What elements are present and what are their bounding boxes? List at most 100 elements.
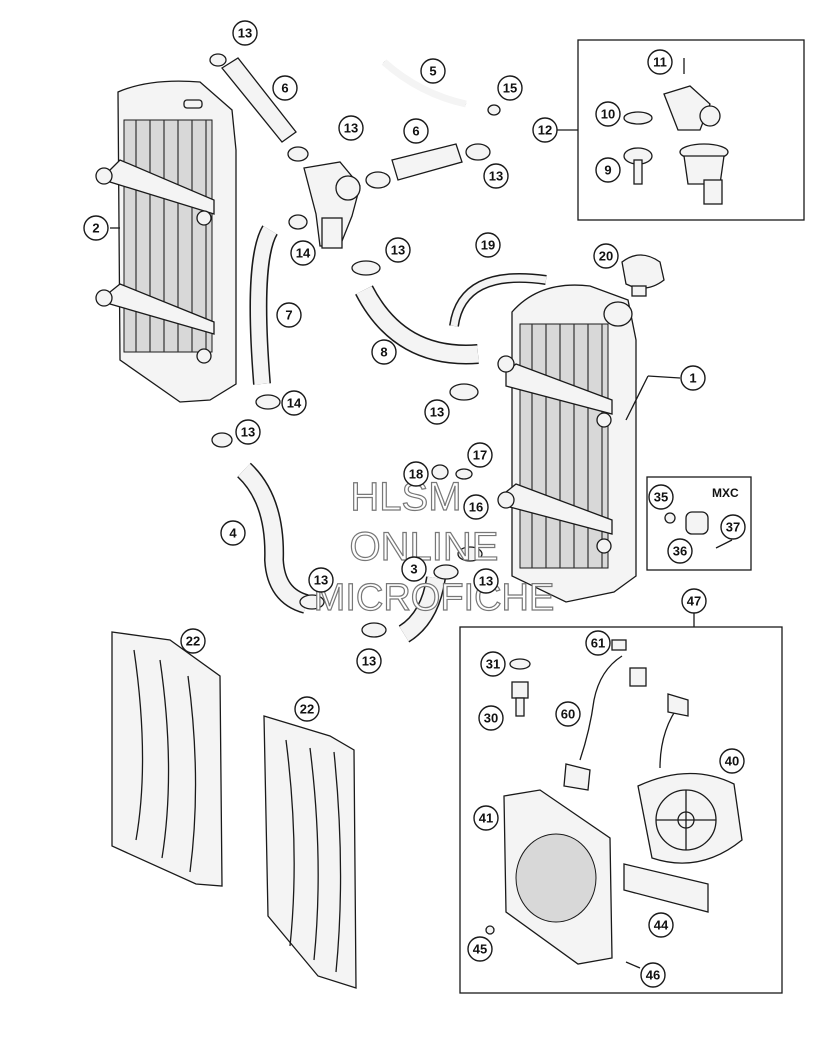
callout-13[interactable]: 13 (308, 567, 334, 593)
callout-10[interactable]: 10 (595, 101, 621, 127)
svg-text:31: 31 (486, 657, 500, 672)
callout-4[interactable]: 4 (220, 520, 246, 546)
leader-lines (110, 129, 695, 627)
callout-3[interactable]: 3 (401, 556, 427, 582)
svg-text:45: 45 (473, 942, 487, 957)
callout-11[interactable]: 11 (647, 49, 673, 75)
svg-text:8: 8 (380, 345, 387, 360)
callout-37[interactable]: 37 (720, 514, 746, 540)
hose-3-inner (399, 576, 445, 642)
callout-13[interactable]: 13 (424, 399, 450, 425)
callout-45[interactable]: 45 (467, 936, 493, 962)
svg-text:1: 1 (689, 371, 696, 386)
callout-60[interactable]: 60 (555, 701, 581, 727)
callout-8[interactable]: 8 (371, 339, 397, 365)
callout-36[interactable]: 36 (667, 538, 693, 564)
svg-text:20: 20 (599, 249, 613, 264)
callout-12[interactable]: 12 (532, 117, 558, 143)
callout-13[interactable]: 13 (356, 648, 382, 674)
callout-13[interactable]: 13 (232, 20, 258, 46)
callout-16[interactable]: 16 (463, 494, 489, 520)
callout-35[interactable]: 35 (648, 484, 674, 510)
callout-2[interactable]: 2 (83, 215, 109, 241)
hose-4-inner (237, 463, 309, 613)
callout-19[interactable]: 19 (475, 232, 501, 258)
svg-text:37: 37 (726, 520, 740, 535)
svg-text:47: 47 (687, 594, 701, 609)
callout-13[interactable]: 13 (483, 163, 509, 189)
svg-text:5: 5 (429, 64, 436, 79)
callout-6[interactable]: 6 (403, 118, 429, 144)
svg-text:36: 36 (673, 544, 687, 559)
callout-40[interactable]: 40 (719, 748, 745, 774)
svg-text:13: 13 (241, 425, 255, 440)
hose-7-inner (250, 226, 277, 385)
mxc-kit-parts (664, 511, 733, 549)
callout-46[interactable]: 46 (640, 962, 666, 988)
svg-text:22: 22 (186, 634, 200, 649)
svg-text:13: 13 (430, 405, 444, 420)
svg-text:13: 13 (238, 26, 252, 41)
callouts: 13 6 5 15 11 10 12 9 2 13 6 13 14 13 19 … (83, 20, 746, 988)
svg-text:13: 13 (344, 121, 358, 136)
svg-text:30: 30 (484, 711, 498, 726)
callout-14[interactable]: 14 (281, 390, 307, 416)
callout-22[interactable]: 22 (294, 696, 320, 722)
radiator-guard-right (263, 715, 357, 989)
hose-6-upper (221, 57, 297, 143)
hose-6-right (391, 143, 463, 181)
callout-41[interactable]: 41 (473, 805, 499, 831)
svg-text:11: 11 (653, 55, 667, 70)
callout-7[interactable]: 7 (276, 302, 302, 328)
callout-5[interactable]: 5 (420, 58, 446, 84)
radiator-guard-left (111, 631, 223, 887)
svg-text:40: 40 (725, 754, 739, 769)
right-radiator (497, 284, 637, 603)
mxc-box-label: MXC (712, 486, 739, 500)
callout-13[interactable]: 13 (385, 237, 411, 263)
svg-text:13: 13 (391, 243, 405, 258)
svg-text:61: 61 (591, 636, 605, 651)
callout-14[interactable]: 14 (290, 240, 316, 266)
svg-text:13: 13 (489, 169, 503, 184)
callout-13[interactable]: 13 (235, 419, 261, 445)
svg-text:HLSM: HLSM (350, 475, 461, 519)
svg-text:13: 13 (362, 654, 376, 669)
svg-text:12: 12 (538, 123, 552, 138)
callout-44[interactable]: 44 (648, 912, 674, 938)
svg-text:7: 7 (285, 308, 292, 323)
svg-text:2: 2 (92, 221, 99, 236)
svg-text:9: 9 (604, 163, 611, 178)
callout-17[interactable]: 17 (467, 442, 493, 468)
callout-47[interactable]: 47 (681, 588, 707, 614)
callout-18[interactable]: 18 (403, 461, 429, 487)
callout-6[interactable]: 6 (272, 75, 298, 101)
callout-31[interactable]: 31 (480, 651, 506, 677)
mxc-kit-box (646, 476, 752, 571)
callout-15[interactable]: 15 (497, 75, 523, 101)
hose-5-inner (381, 59, 467, 108)
callout-13[interactable]: 13 (338, 115, 364, 141)
svg-text:MICROFICHE: MICROFICHE (314, 577, 555, 619)
svg-text:14: 14 (287, 396, 302, 411)
callout-1[interactable]: 1 (680, 365, 706, 391)
callout-9[interactable]: 9 (595, 157, 621, 183)
left-radiator (95, 80, 237, 403)
svg-text:4: 4 (229, 526, 237, 541)
svg-text:15: 15 (503, 81, 517, 96)
callout-61[interactable]: 61 (585, 630, 611, 656)
callout-30[interactable]: 30 (478, 705, 504, 731)
svg-text:13: 13 (314, 573, 328, 588)
callout-13[interactable]: 13 (473, 568, 499, 594)
svg-text:19: 19 (481, 238, 495, 253)
thermostat-kit-parts (623, 58, 729, 205)
hose-clamps (209, 53, 501, 638)
thermostat-housing (303, 161, 361, 249)
svg-text:17: 17 (473, 448, 487, 463)
fan-kit-parts (485, 639, 743, 969)
svg-text:6: 6 (281, 81, 288, 96)
callout-22[interactable]: 22 (180, 628, 206, 654)
svg-text:41: 41 (479, 811, 493, 826)
callout-20[interactable]: 20 (593, 243, 619, 269)
svg-text:46: 46 (646, 968, 660, 983)
